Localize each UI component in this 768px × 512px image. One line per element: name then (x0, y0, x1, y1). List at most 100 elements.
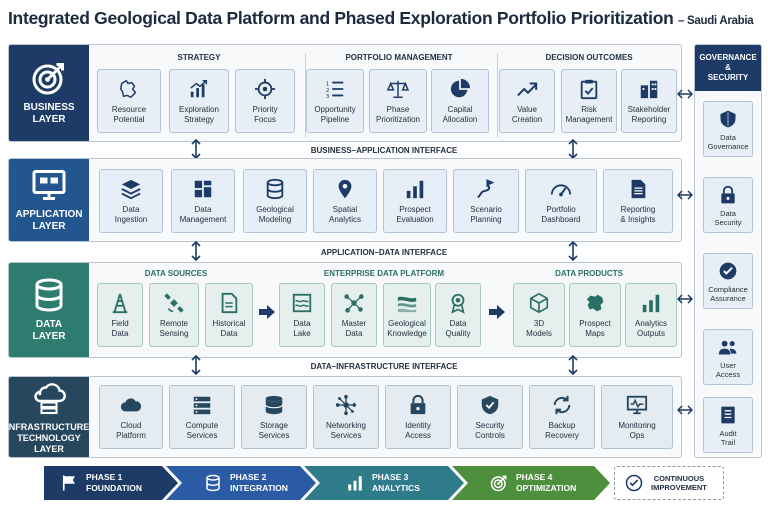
group-decision-outcomes: DECISION OUTCOMES (545, 53, 633, 62)
buildings-icon (638, 78, 660, 100)
card-label: Data Lake (293, 319, 311, 338)
card-label: Resource Potential (111, 105, 147, 124)
card-label: Portfolio Dashboard (541, 205, 581, 224)
card-resource-potential[interactable]: Resource Potential (97, 69, 161, 133)
phase-3[interactable]: PHASE 3 ANALYTICS (304, 466, 464, 500)
phase-1[interactable]: PHASE 1 FOUNDATION (44, 466, 178, 500)
data-layer-label: DATA LAYER (9, 263, 89, 357)
card-field-data[interactable]: Field Data (97, 283, 143, 347)
card-label: Opportunity Pipeline (314, 105, 356, 124)
card-label: Historical Data (212, 319, 246, 338)
gov-user-access[interactable]: User Access (703, 329, 753, 385)
governance-security-panel: GOVERNANCE & SECURITY Data Governance Da… (694, 44, 762, 458)
card-label: Backup Recovery (545, 421, 579, 440)
file-icon (218, 292, 240, 314)
card-value-creation[interactable]: Value Creation (499, 69, 555, 133)
phase-4[interactable]: PHASE 4 OPTIMIZATION (452, 466, 610, 500)
card-label: Priority Focus (252, 105, 278, 124)
card-prospect-evaluation[interactable]: Prospect Evaluation (383, 169, 447, 233)
card-spatial-analytics[interactable]: Spatial Analytics (313, 169, 377, 233)
card-geological-modeling[interactable]: Geological Modeling (243, 169, 307, 233)
gov-compliance-assurance[interactable]: Compliance Assurance (703, 253, 753, 309)
card-label: Data Management (179, 205, 227, 224)
gov-data-security[interactable]: Data Security (703, 177, 753, 233)
shield-check-icon (479, 394, 501, 416)
card-data-ingestion[interactable]: Data Ingestion (99, 169, 163, 233)
bidirectional-arrow-icon (677, 404, 693, 416)
card-capital-allocation[interactable]: Capital Allocation (431, 69, 489, 133)
card-label: Stakeholder Reporting (627, 105, 671, 124)
card-priority-focus[interactable]: Priority Focus (235, 69, 295, 133)
database-icon (264, 178, 286, 200)
card-storage-services[interactable]: Storage Services (241, 385, 307, 449)
card-historical-data[interactable]: Historical Data (205, 283, 253, 347)
continuous-improvement[interactable]: CONTINUOUS IMPROVEMENT (614, 466, 724, 500)
card-data-lake[interactable]: Data Lake (279, 283, 325, 347)
users-icon (718, 337, 738, 357)
card-remote-sensing[interactable]: Remote Sensing (149, 283, 199, 347)
server-icon (191, 394, 213, 416)
card-networking-services[interactable]: Networking Services (313, 385, 379, 449)
strata-icon (396, 292, 418, 314)
storage-icon (263, 394, 285, 416)
gov-label: Audit Trail (719, 429, 737, 447)
gov-data-governance[interactable]: Data Governance (703, 101, 753, 157)
card-cloud-platform[interactable]: Cloud Platform (99, 385, 163, 449)
phase-2[interactable]: PHASE 2 INTEGRATION (166, 466, 316, 500)
database-icon (31, 277, 67, 313)
phase-label: PHASE 3 ANALYTICS (372, 472, 420, 493)
card-compute-services[interactable]: Compute Services (169, 385, 235, 449)
card-identity-access[interactable]: Identity Access (385, 385, 451, 449)
card-opportunity-pipeline[interactable]: Opportunity Pipeline (306, 69, 364, 133)
application-layer: APPLICATION LAYER Data Ingestion Data Ma… (8, 158, 682, 242)
card-analytics-outputs[interactable]: Analytics Outputs (625, 283, 677, 347)
card-label: Monitoring Ops (618, 421, 656, 440)
card-phase-prioritization[interactable]: Phase Prioritization (369, 69, 427, 133)
card-portfolio-dashboard[interactable]: Portfolio Dashboard (525, 169, 597, 233)
card-security-controls[interactable]: Security Controls (457, 385, 523, 449)
card-data-management[interactable]: Data Management (171, 169, 235, 233)
layers-icon (120, 178, 142, 200)
cube-icon (528, 292, 550, 314)
group-enterprise-data-platform: ENTERPRISE DATA PLATFORM (323, 269, 445, 278)
bidirectional-arrow-icon (677, 88, 693, 100)
card-prospect-maps[interactable]: Prospect Maps (569, 283, 621, 347)
gov-audit-trail[interactable]: Audit Trail (703, 397, 753, 453)
card-label: 3D Models (526, 319, 552, 338)
network-icon (343, 292, 365, 314)
bidirectional-arrow-icon (677, 189, 693, 201)
bar-chart-icon (346, 474, 364, 492)
award-icon (447, 292, 469, 314)
application-layer-title: APPLICATION LAYER (15, 209, 83, 232)
card-stakeholder-reporting[interactable]: Stakeholder Reporting (621, 69, 677, 133)
card-monitoring-ops[interactable]: Monitoring Ops (601, 385, 673, 449)
infrastructure-layer: INFRASTRUCTURE/ TECHNOLOGY LAYER Cloud P… (6, 376, 682, 458)
bidirectional-arrow-icon (677, 293, 693, 305)
card-exploration-strategy[interactable]: Exploration Strategy (169, 69, 229, 133)
card-label: Value Creation (511, 105, 543, 124)
card-label: Exploration Strategy (178, 105, 220, 124)
gauge-icon (550, 178, 572, 200)
card-label: Phase Prioritization (375, 105, 420, 124)
card-data-quality[interactable]: Data Quality (435, 283, 481, 347)
drill-rig-icon (109, 292, 131, 314)
map-icon (118, 78, 140, 100)
governance-title: GOVERNANCE & SECURITY (695, 45, 761, 91)
card-backup-recovery[interactable]: Backup Recovery (529, 385, 595, 449)
card-label: Geological Knowledge (387, 319, 427, 338)
group-portfolio-management: PORTFOLIO MANAGEMENT (345, 53, 453, 62)
map-region-icon (584, 292, 606, 314)
card-geological-knowledge[interactable]: Geological Knowledge (383, 283, 431, 347)
card-master-data[interactable]: Master Data (331, 283, 377, 347)
card-reporting-insights[interactable]: Reporting & Insights (603, 169, 673, 233)
data-infrastructure-interface: DATA–INFRASTRUCTURE INTERFACE (310, 362, 458, 371)
card-3d-models[interactable]: 3D Models (513, 283, 565, 347)
card-scenario-planning[interactable]: Scenario Planning (453, 169, 519, 233)
check-circle-icon (718, 261, 738, 281)
card-risk-management[interactable]: Risk Management (561, 69, 617, 133)
target-icon (31, 60, 67, 96)
lock-icon (718, 185, 738, 205)
monitor-icon (31, 167, 67, 203)
card-label: Field Data (111, 319, 129, 338)
phase-label: PHASE 2 INTEGRATION (230, 472, 288, 493)
